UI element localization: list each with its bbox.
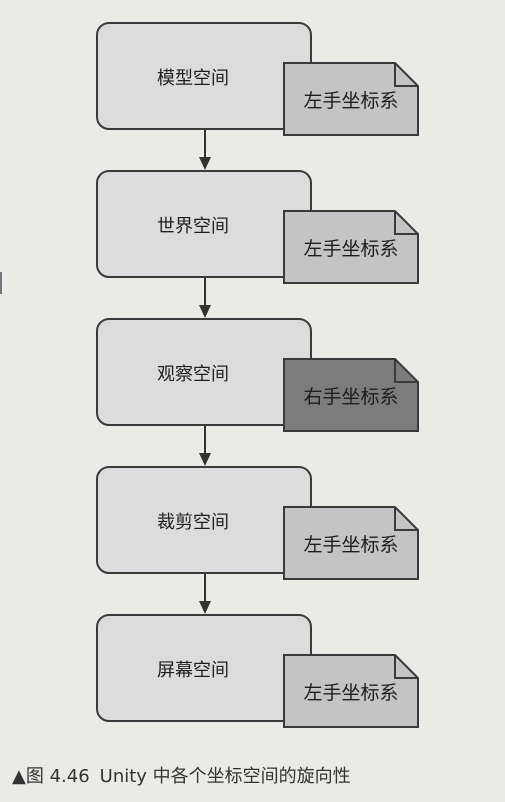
space-label: 观察空间 xyxy=(157,364,229,385)
page-edge-mark xyxy=(0,272,7,294)
space-label: 模型空间 xyxy=(157,68,229,89)
handedness-note: 左手坐标系 xyxy=(283,654,419,728)
caption-text: Unity 中各个坐标空间的旋向性 xyxy=(99,766,351,787)
document-fold xyxy=(394,359,418,383)
handedness-label: 左手坐标系 xyxy=(303,90,399,112)
handedness-note: 左手坐标系 xyxy=(283,210,419,284)
handedness-label: 右手坐标系 xyxy=(303,386,399,408)
space-label: 屏幕空间 xyxy=(157,660,229,681)
document-body xyxy=(283,506,419,580)
handedness-note: 右手坐标系 xyxy=(283,358,419,432)
document-fold xyxy=(394,507,418,531)
document-fold xyxy=(394,211,418,235)
space-box: 模型空间 xyxy=(96,22,312,130)
document-shape-icon xyxy=(283,62,419,136)
flow-arrow-icon xyxy=(199,278,211,318)
flow-arrow-icon xyxy=(199,426,211,466)
arrow-head xyxy=(199,305,211,318)
document-fold xyxy=(394,655,418,679)
document-shape-icon xyxy=(283,358,419,432)
document-body xyxy=(283,62,419,136)
space-box: 裁剪空间 xyxy=(96,466,312,574)
document-shape-icon xyxy=(283,210,419,284)
figure-caption: ▲图 4.46 Unity 中各个坐标空间的旋向性 xyxy=(12,762,351,788)
arrow-head xyxy=(199,453,211,466)
flow-arrow-icon xyxy=(199,130,211,170)
arrow-head xyxy=(199,601,211,614)
document-shape-icon xyxy=(283,506,419,580)
handedness-label: 左手坐标系 xyxy=(303,534,399,556)
space-label: 裁剪空间 xyxy=(157,512,229,533)
space-box: 屏幕空间 xyxy=(96,614,312,722)
document-body xyxy=(283,210,419,284)
document-body xyxy=(283,358,419,432)
flow-arrow-icon xyxy=(199,574,211,614)
handedness-note: 左手坐标系 xyxy=(283,506,419,580)
space-box: 观察空间 xyxy=(96,318,312,426)
handedness-note: 左手坐标系 xyxy=(283,62,419,136)
document-fold xyxy=(394,63,418,87)
handedness-label: 左手坐标系 xyxy=(303,682,399,704)
arrow-head xyxy=(199,157,211,170)
figure-number: ▲图 4.46 xyxy=(12,766,90,787)
space-label: 世界空间 xyxy=(157,216,229,237)
document-shape-icon xyxy=(283,654,419,728)
space-box: 世界空间 xyxy=(96,170,312,278)
document-body xyxy=(283,654,419,728)
handedness-label: 左手坐标系 xyxy=(303,238,399,260)
